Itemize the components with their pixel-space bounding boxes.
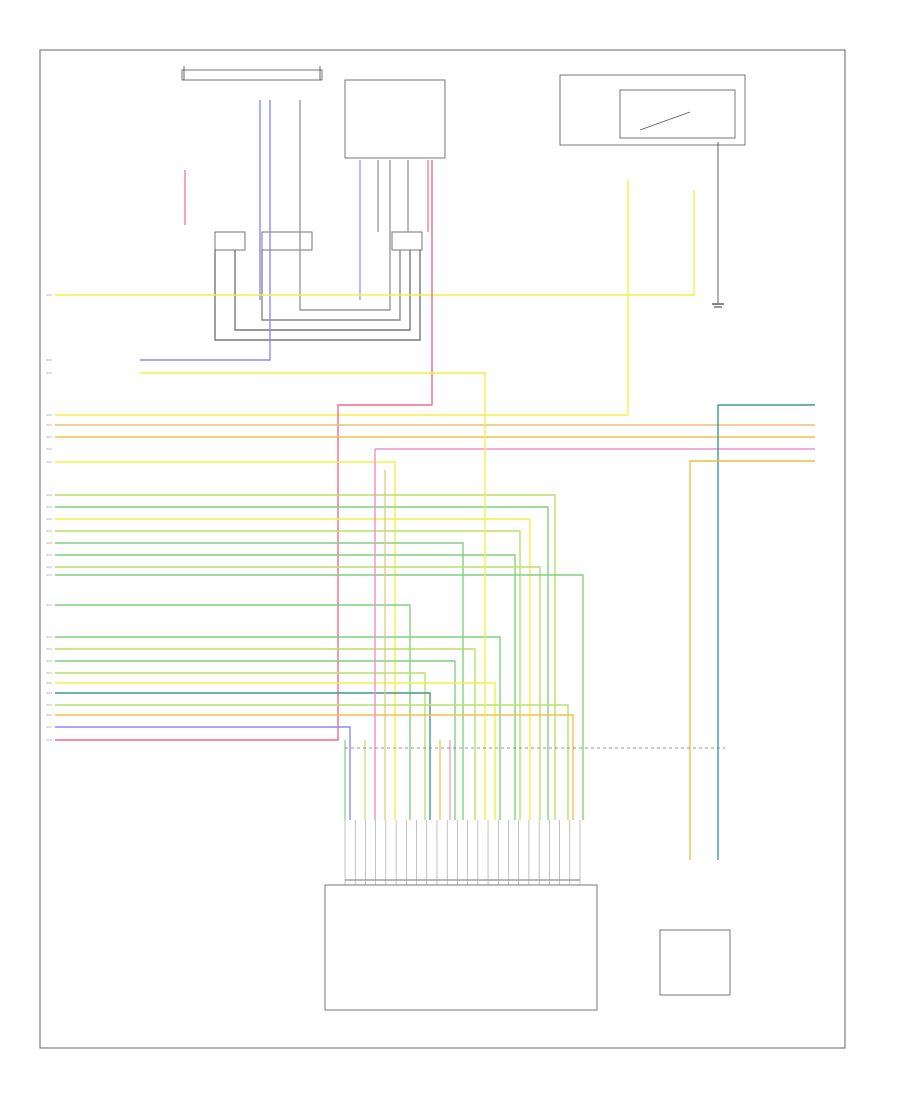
red-wire [55, 160, 433, 741]
wire-labels [46, 294, 52, 741]
left-wire-stack [55, 461, 584, 820]
pin-markers [344, 820, 581, 885]
vertical-feed-wires [140, 372, 486, 820]
yellow-wire-main [55, 190, 695, 296]
right-trunk-wires [55, 404, 815, 860]
top-mid-module [344, 79, 446, 159]
sensor-connector [659, 929, 731, 996]
transmission-module [324, 879, 598, 1011]
top-right-relay [559, 74, 746, 146]
top-drop-wires [184, 160, 429, 300]
diagram-frame [39, 49, 846, 1049]
yellow-wire-right [55, 180, 629, 416]
top-left-module [181, 66, 423, 251]
ground-symbol [712, 142, 724, 308]
